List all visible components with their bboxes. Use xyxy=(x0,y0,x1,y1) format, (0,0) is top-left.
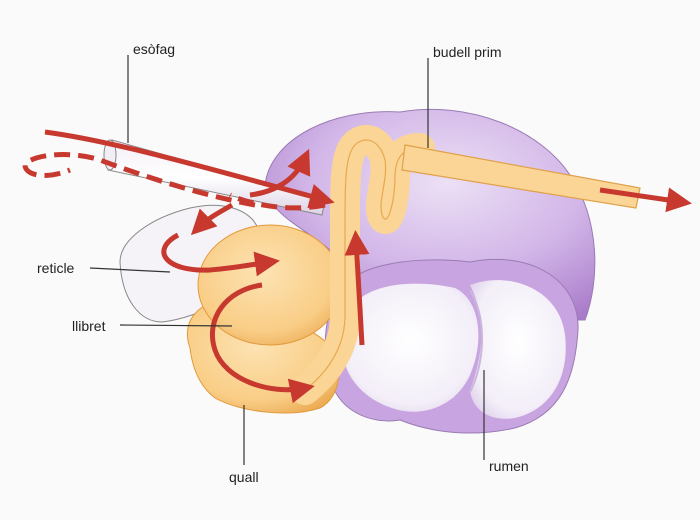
duodenum-tube-outline xyxy=(304,139,421,391)
omasum-shape xyxy=(197,224,343,346)
arrow-reticulum-to-omasum xyxy=(161,232,280,277)
arrow-to-reticulum xyxy=(190,202,234,236)
rumen-fold-line xyxy=(469,289,484,393)
label-small-intestine: budell prim xyxy=(433,44,502,60)
rumen-lower-white-left xyxy=(342,283,479,412)
label-reticulum: reticle xyxy=(37,260,75,276)
small-intestine-tube xyxy=(401,144,641,209)
arrow-into-rumen xyxy=(249,148,311,198)
arrow-rumen-return-dashed xyxy=(228,192,326,211)
leader-reticulum xyxy=(89,267,171,273)
arrow-esophagus-in xyxy=(44,129,335,209)
rumen-lower-white-right xyxy=(470,280,566,419)
label-rumen: rumen xyxy=(489,458,529,474)
label-esophagus: esòfag xyxy=(133,41,176,57)
arrow-out-intestine xyxy=(599,187,692,213)
arrow-omasum-to-abomasum xyxy=(209,282,315,404)
label-abomasum: quall xyxy=(229,469,259,485)
arrow-rumination-loop xyxy=(22,152,256,208)
arrow-up-duodenum xyxy=(344,230,370,346)
label-omasum: llibret xyxy=(72,318,106,334)
leader-omasum xyxy=(119,324,233,327)
